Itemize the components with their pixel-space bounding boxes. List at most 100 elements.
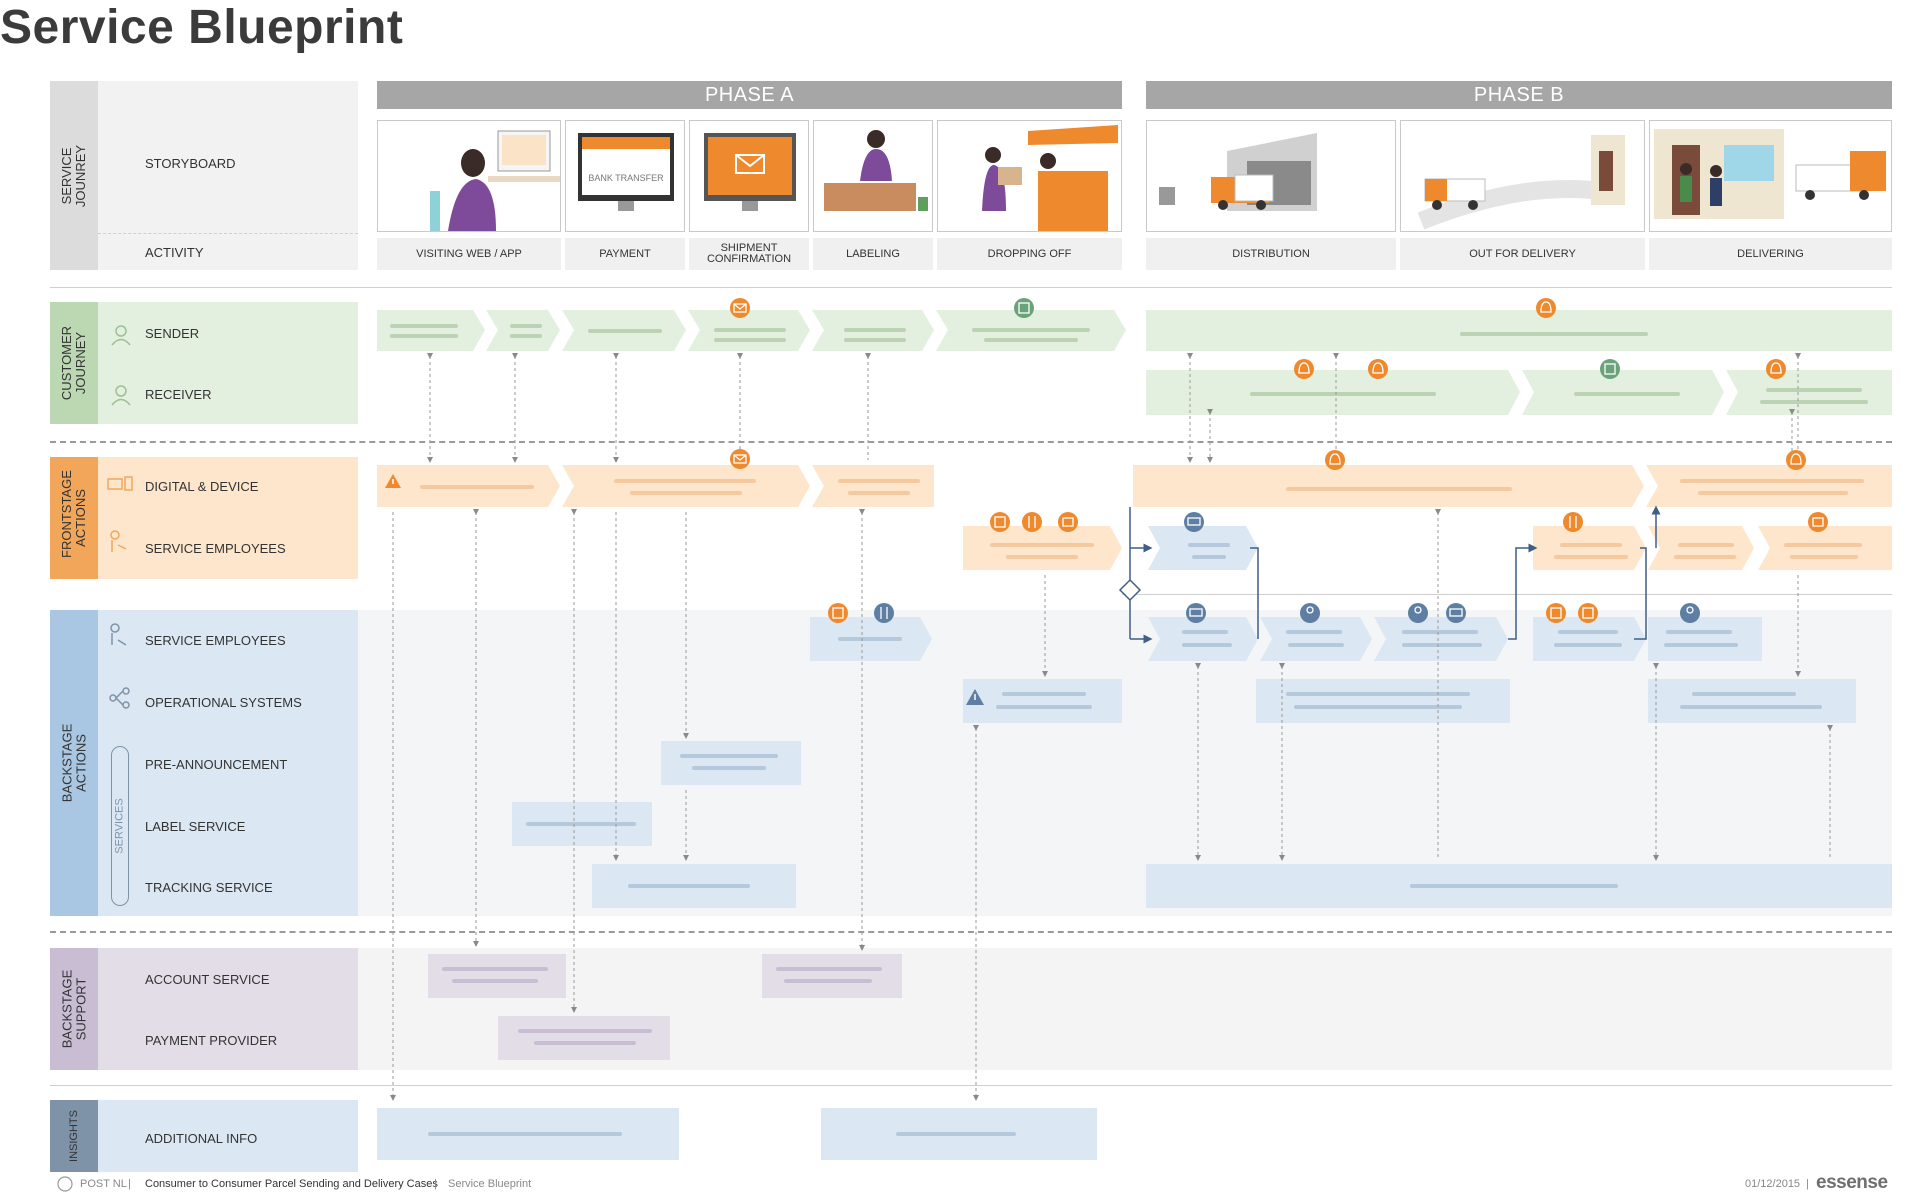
support-boxes [428, 954, 902, 1060]
bank-transfer-text: BANK TRANSFER [588, 173, 664, 183]
warning-icon [966, 689, 984, 705]
lane-label-pre-announcement: PRE-ANNOUNCEMENT [145, 757, 288, 772]
lane-label-sender: SENDER [145, 326, 200, 341]
receiver-step [1726, 370, 1892, 415]
lane-label-operational-systems: OPERATIONAL SYSTEMS [145, 695, 302, 710]
warning-icon [385, 474, 401, 488]
box-icon [1600, 359, 1620, 379]
page-title: Service Blueprint [0, 1, 404, 54]
section-divider-dashed [50, 931, 1892, 933]
package-icon [1546, 603, 1566, 623]
placeholder-lines [390, 324, 1868, 1136]
back-employee-step [1533, 617, 1646, 661]
footer-separator: | [128, 1178, 131, 1190]
van-icon [1184, 512, 1204, 532]
sender-step [486, 310, 560, 351]
phase-header-a: PHASE A [377, 81, 1122, 109]
account-service-box [762, 954, 902, 998]
front-employee-step [1758, 526, 1892, 570]
mail-icon [730, 298, 750, 318]
sender-person-icon [111, 325, 131, 346]
package-icon [1578, 603, 1598, 623]
activity-shipment-confirmation: SHIPMENT CONFIRMATION [689, 238, 809, 270]
person-icon [1300, 603, 1320, 623]
operational-systems-icon [109, 687, 130, 709]
activity-out-for-delivery: OUT FOR DELIVERY [1400, 238, 1645, 270]
footer-separator: | [1806, 1178, 1809, 1190]
sender-step [377, 310, 485, 351]
front-employee-step [1533, 526, 1646, 570]
account-service-box [428, 954, 566, 998]
section-divider [50, 1085, 1892, 1086]
device-icon [107, 476, 133, 491]
front-employee-step [963, 526, 1122, 570]
footer-brand-logo: essense [1816, 1172, 1888, 1193]
digital-step [1133, 465, 1644, 507]
employee-icon [110, 623, 127, 646]
illustration-person-computer [430, 130, 560, 231]
storyboard-visiting-web [377, 120, 561, 232]
lane-bg-backstage-actions [98, 610, 358, 916]
employee-icon [110, 530, 127, 552]
footer-company: POST NL [80, 1178, 127, 1190]
storyboard-out-for-delivery [1400, 120, 1645, 232]
scan-icon [1022, 512, 1042, 532]
phase-header-b: PHASE B [1146, 81, 1892, 109]
activity-delivering: DELIVERING [1649, 238, 1892, 270]
lane-divider [98, 233, 358, 234]
storyboard-delivering [1649, 120, 1892, 232]
storyboard-dropping-off [937, 120, 1122, 232]
van-icon [1186, 603, 1206, 623]
illustration-van-road [1417, 135, 1625, 230]
activity-visiting-web: VISITING WEB / APP [377, 238, 561, 270]
front-employee-step [1148, 526, 1258, 570]
activity-dropping-off: DROPPING OFF [937, 238, 1122, 270]
bell-icon [1294, 359, 1314, 379]
digital-step [812, 465, 934, 507]
illustration-shop-counter [982, 125, 1118, 231]
back-employee-step [1260, 617, 1372, 661]
payment-provider-box [498, 1016, 670, 1060]
sender-step [1146, 310, 1892, 351]
ops-boxes [963, 679, 1856, 723]
lane-bg-customer [98, 302, 358, 424]
scan-icon [1563, 512, 1583, 532]
person-icon [1408, 603, 1428, 623]
illustration-warehouse-van [1159, 133, 1317, 211]
bell-icon [1325, 450, 1345, 470]
illustration-monitor-bank: BANK TRANSFER [578, 133, 674, 211]
person-icon [1680, 603, 1700, 623]
storyboard-distribution [1146, 120, 1396, 232]
van-icon [1446, 603, 1466, 623]
storyboard-payment: BANK TRANSFER [565, 120, 685, 232]
lane-label-additional-info: ADDITIONAL INFO [145, 1131, 258, 1146]
decision-diamond [1118, 578, 1142, 602]
back-employee-steps [810, 617, 1762, 661]
group-tab-frontstage: FRONTSTAGE ACTIONS [50, 457, 98, 579]
back-employee-step [1374, 617, 1508, 661]
storyboard-labeling [813, 120, 933, 232]
footer-project: Consumer to Consumer Parcel Sending and … [145, 1178, 438, 1190]
digital-step [562, 465, 810, 507]
box-icon [1014, 298, 1034, 318]
postnl-logo-icon [57, 1176, 73, 1192]
section-divider [50, 287, 1892, 288]
printer-icon [1058, 512, 1078, 532]
back-employee-step [1648, 617, 1762, 661]
package-icon [990, 512, 1010, 532]
badges-blue [874, 512, 1700, 623]
lane-bg-backstage-support [98, 948, 358, 1070]
pre-announcement-box [661, 741, 801, 785]
activity-distribution: DISTRIBUTION [1146, 238, 1396, 270]
group-tab-backstage-actions: BACKSTAGE ACTIONS [50, 610, 98, 916]
group-tab-customer-journey: CUSTOMER JOURNEY [50, 302, 98, 424]
lane-label-receiver: RECEIVER [145, 387, 212, 402]
lane-label-tracking-service: TRACKING SERVICE [145, 880, 273, 895]
lane-bg-service-journey [98, 81, 358, 270]
lane-bg-insights [98, 1100, 358, 1172]
illustration-person-box [824, 130, 928, 211]
ops-box [1648, 679, 1856, 723]
lane-label-digital-device: DIGITAL & DEVICE [145, 479, 259, 494]
package-icon [828, 603, 848, 623]
ops-box [1256, 679, 1510, 723]
